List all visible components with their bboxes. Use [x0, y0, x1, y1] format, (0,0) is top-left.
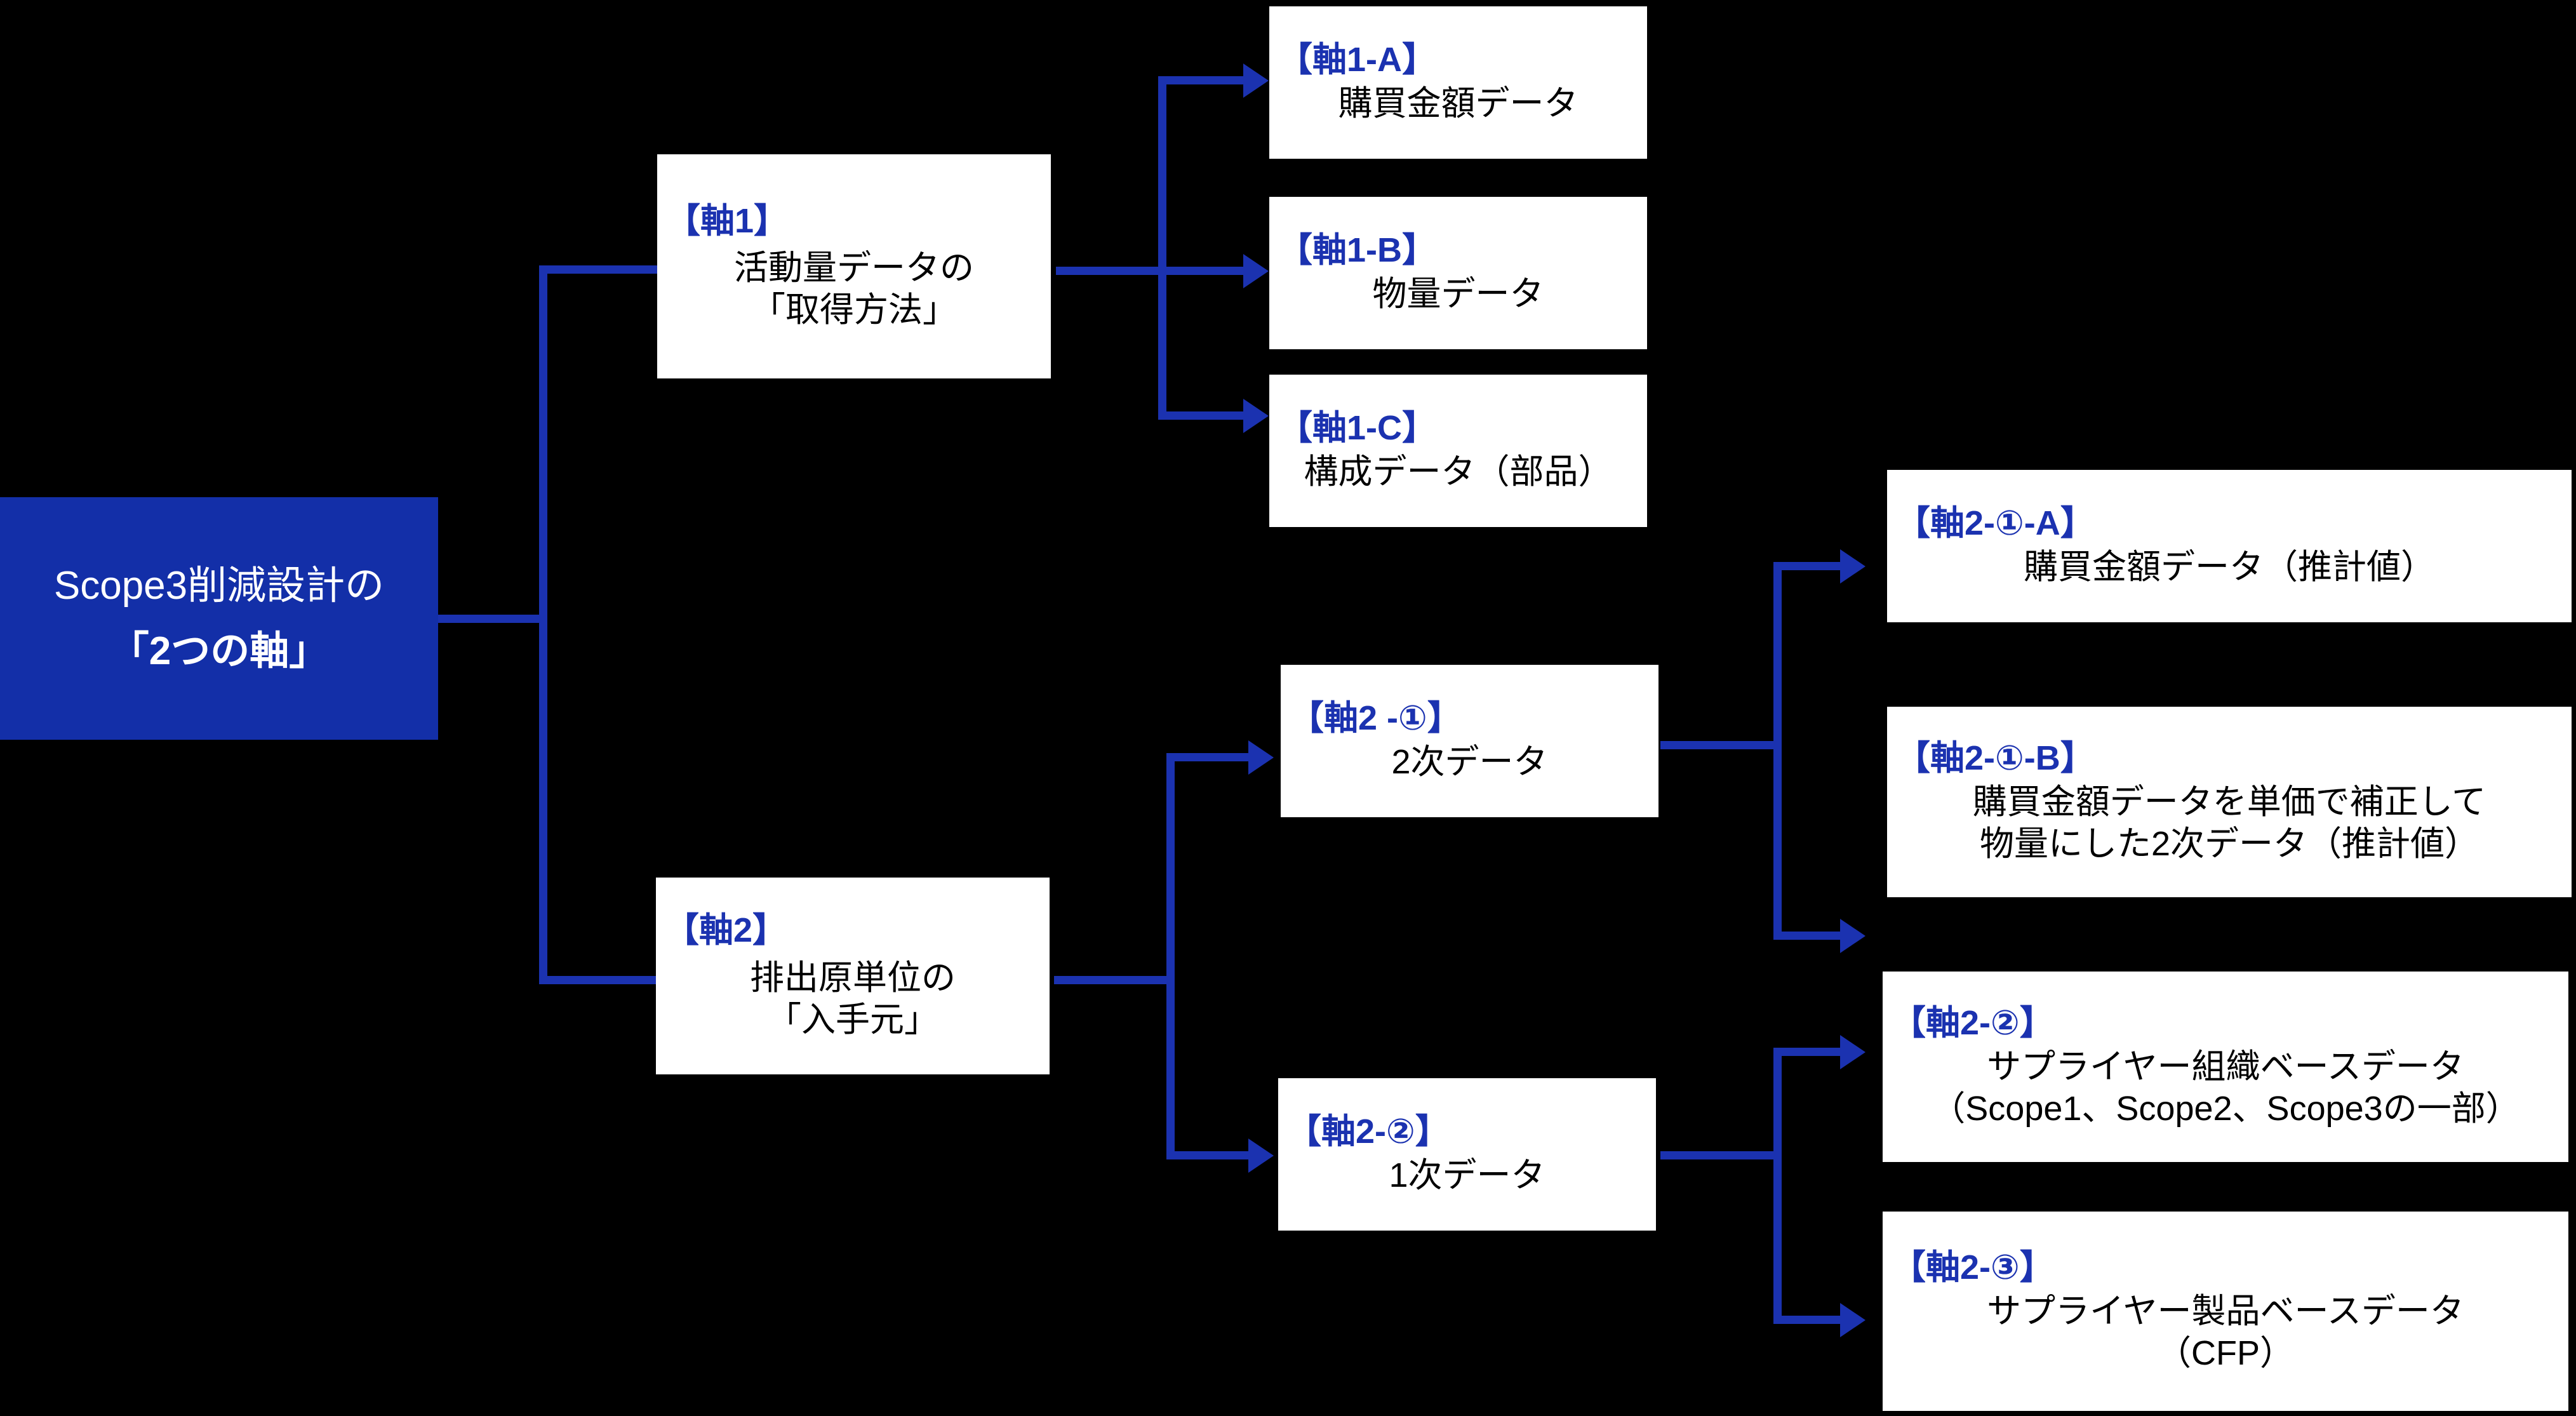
node-axis1-a-tag: 【軸1-A】 — [1278, 41, 1437, 79]
node-axis2-3-detail-body-line2: （CFP） — [2157, 1333, 2294, 1372]
node-axis1-c-body: 構成データ（部品） — [1304, 452, 1613, 491]
connector-axis1-trunk — [1158, 76, 1166, 419]
arrow-primary-to-org — [1840, 1035, 1865, 1069]
node-axis2-2-detail[interactable]: 【軸2-②】 サプライヤー組織ベースデータ （Scope1、Scope2、Sco… — [1883, 972, 2568, 1162]
connector-axis1-to-c — [1158, 411, 1250, 420]
connector-axis2-stub — [1054, 976, 1175, 984]
node-axis2-secondary-body: 2次データ — [1391, 742, 1548, 781]
node-axis2-1-b-body-line1: 購買金額データを単価で補正して — [1972, 782, 2486, 821]
arrow-axis1-to-b — [1243, 254, 1269, 288]
node-axis2[interactable]: 【軸2】 排出原単位の 「入手元」 — [656, 878, 1050, 1074]
connector-root-trunk — [539, 265, 547, 984]
node-axis2-body-line1: 排出原単位の — [750, 958, 956, 997]
connector-root-stub — [438, 615, 547, 623]
node-axis1-b-tag: 【軸1-B】 — [1278, 231, 1437, 270]
connector-secondary-to-b — [1773, 932, 1846, 940]
node-axis1[interactable]: 【軸1】 活動量データの 「取得方法」 — [657, 154, 1051, 378]
arrow-axis2-to-primary — [1248, 1139, 1274, 1173]
node-axis1-body-line1: 活動量データの — [734, 249, 974, 288]
node-axis1-body-line2: 「取得方法」 — [751, 291, 957, 330]
node-axis2-3-detail-body-line1: サプライヤー製品ベースデータ — [1987, 1292, 2464, 1330]
root-title-line1: Scope3削減設計の — [53, 563, 385, 608]
node-axis2-primary[interactable]: 【軸2-②】 1次データ — [1278, 1078, 1656, 1231]
connector-axis1-stub — [1056, 267, 1170, 275]
connector-axis1-to-b — [1158, 267, 1250, 275]
connector-primary-stub — [1660, 1151, 1781, 1159]
arrow-primary-to-product — [1840, 1303, 1865, 1337]
node-axis1-c-tag: 【軸1-C】 — [1278, 409, 1437, 448]
connector-axis1-to-a — [1158, 76, 1250, 84]
node-root[interactable]: Scope3削減設計の 「2つの軸」 — [0, 497, 438, 740]
node-axis2-2-detail-body-line2: （Scope1、Scope2、Scope3の一部） — [1931, 1089, 2520, 1128]
connector-primary-to-org — [1773, 1048, 1846, 1056]
node-axis1-b-body: 物量データ — [1372, 274, 1544, 313]
connector-axis2-to-primary — [1166, 1151, 1255, 1159]
node-axis2-primary-tag: 【軸2-②】 — [1287, 1112, 1450, 1151]
arrow-axis1-to-a — [1243, 63, 1269, 98]
node-axis2-1-a[interactable]: 【軸2-①-A】 購買金額データ（推計値） — [1887, 470, 2572, 622]
node-axis2-3-detail-tag: 【軸2-③】 — [1892, 1248, 2054, 1287]
node-axis1-c[interactable]: 【軸1-C】 構成データ（部品） — [1269, 375, 1647, 527]
node-axis2-secondary[interactable]: 【軸2 -①】 2次データ — [1281, 665, 1658, 817]
node-axis2-secondary-tag: 【軸2 -①】 — [1290, 699, 1462, 738]
node-axis2-1-a-body: 購買金額データ（推計値） — [2024, 547, 2435, 586]
arrow-axis2-to-secondary — [1248, 740, 1274, 775]
node-axis1-b[interactable]: 【軸1-B】 物量データ — [1269, 197, 1647, 349]
connector-primary-trunk — [1773, 1048, 1782, 1324]
arrow-secondary-to-a — [1840, 549, 1865, 584]
node-axis2-2-detail-body-line1: サプライヤー組織ベースデータ — [1987, 1047, 2464, 1086]
node-axis1-a-body: 購買金額データ — [1338, 84, 1578, 123]
connector-secondary-to-a — [1773, 562, 1846, 570]
connector-axis2-to-secondary — [1166, 753, 1255, 761]
node-axis2-body-line2: 「入手元」 — [767, 1000, 938, 1039]
connector-primary-to-product — [1773, 1316, 1846, 1324]
node-axis2-3-detail[interactable]: 【軸2-③】 サプライヤー製品ベースデータ （CFP） — [1883, 1212, 2568, 1411]
node-axis2-2-detail-tag: 【軸2-②】 — [1892, 1004, 2054, 1043]
node-axis2-1-a-tag: 【軸2-①-A】 — [1896, 504, 2095, 543]
node-axis2-1-b[interactable]: 【軸2-①-B】 購買金額データを単価で補正して 物量にした2次データ（推計値） — [1887, 707, 2572, 897]
node-axis2-tag: 【軸2】 — [665, 911, 787, 950]
connector-secondary-trunk — [1773, 562, 1782, 940]
root-title-line2: 「2つの軸」 — [109, 629, 329, 673]
node-axis1-a[interactable]: 【軸1-A】 購買金額データ — [1269, 6, 1647, 159]
node-axis1-tag: 【軸1】 — [666, 201, 789, 240]
arrow-secondary-to-b — [1840, 919, 1865, 953]
node-axis2-1-b-body-line2: 物量にした2次データ（推計値） — [1979, 824, 2479, 863]
node-axis2-primary-body: 1次データ — [1389, 1156, 1545, 1194]
node-axis2-1-b-tag: 【軸2-①-B】 — [1896, 739, 2095, 778]
connector-axis2-trunk — [1166, 753, 1175, 1159]
arrow-axis1-to-c — [1243, 399, 1269, 433]
connector-secondary-stub — [1660, 741, 1781, 749]
